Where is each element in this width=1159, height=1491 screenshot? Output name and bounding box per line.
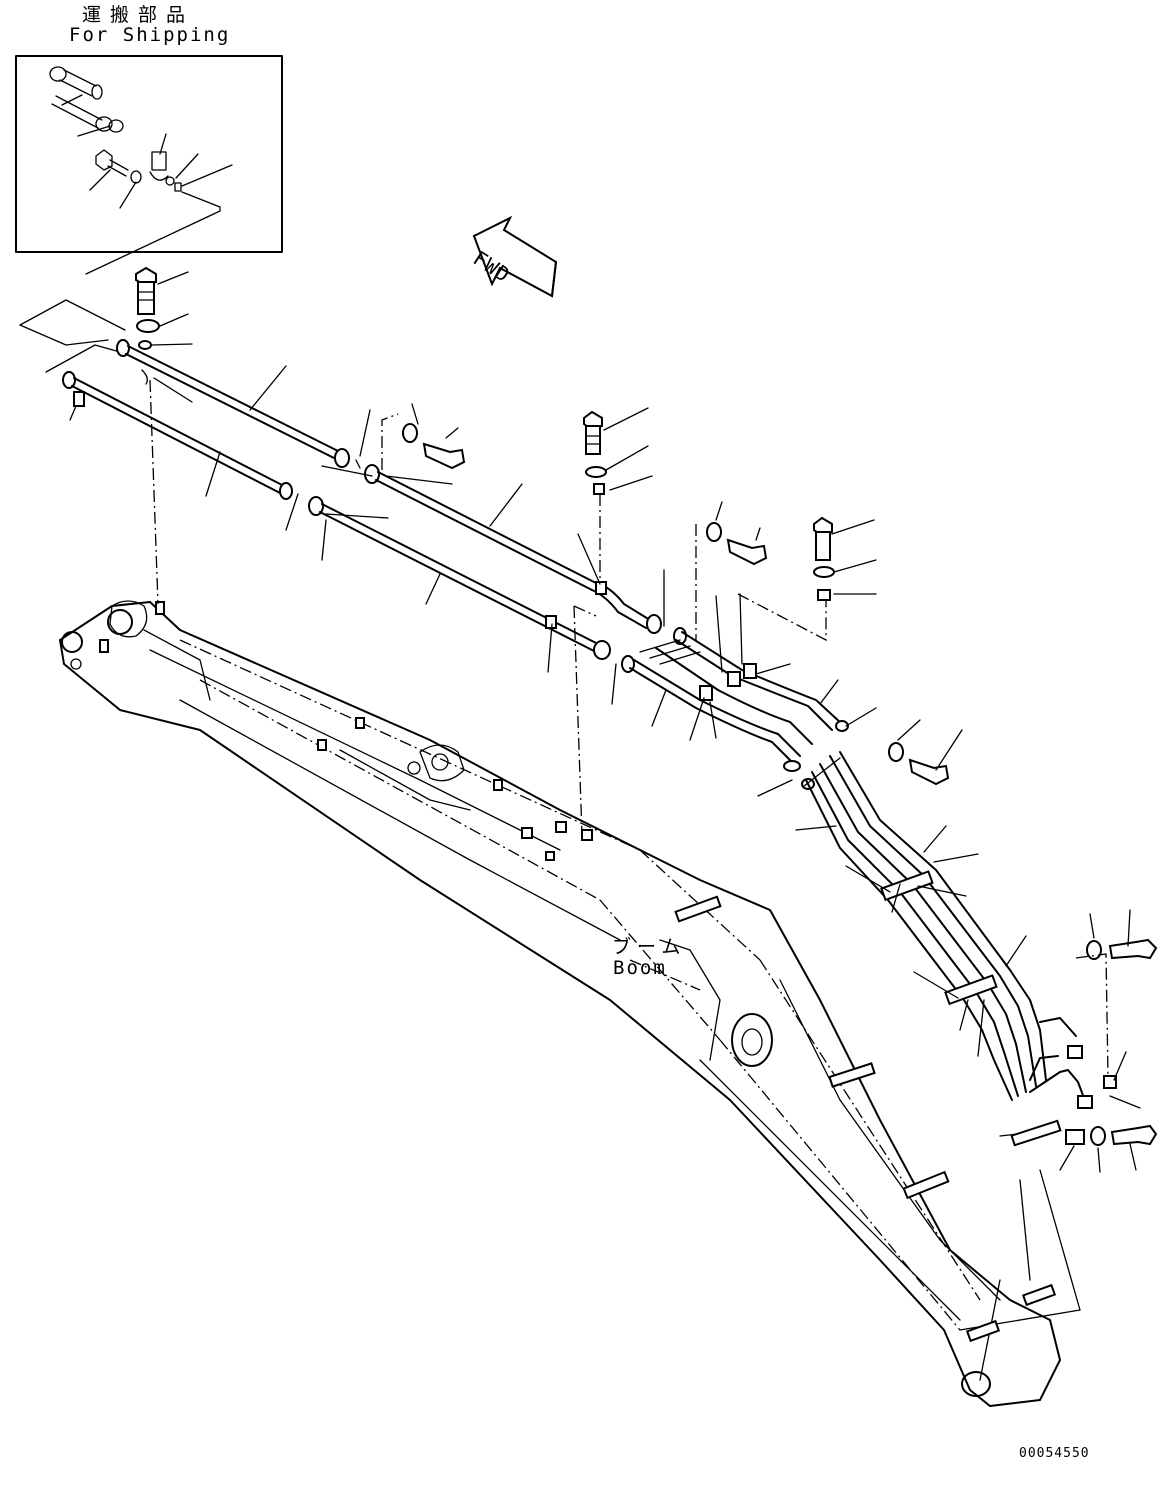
pipe-middle-upper [321,464,662,634]
boom-label-english: Boom [613,957,667,979]
shipping-link-lines [19,191,221,373]
bolt-middle [355,403,466,470]
inset-clamp-part [149,151,182,192]
fwd-arrow-icon [472,215,558,298]
drawing-number: 00054550 [1019,1446,1090,1461]
boom-label-japanese: ブーム [612,936,687,958]
pipe-middle-lower [308,496,611,673]
inset-pin-part [49,66,124,133]
shipping-title-japanese: 運搬部品 [82,4,195,26]
hose-bundle-lower [795,751,1117,1147]
bolt-top-left [135,266,193,350]
hose-bundle-upper [611,569,877,797]
pipe-upper [116,339,350,468]
bolts-bottom-right [888,719,1158,1173]
shipping-parts-inset [15,55,283,253]
pipe-lower [62,371,299,531]
inset-bolt-part [95,149,142,184]
shipping-title-english: For Shipping [69,24,231,46]
bolt-center-top [583,407,653,582]
boom-structure [59,600,1081,1407]
bolts-right-group [695,501,877,673]
reference-lines [149,379,597,835]
